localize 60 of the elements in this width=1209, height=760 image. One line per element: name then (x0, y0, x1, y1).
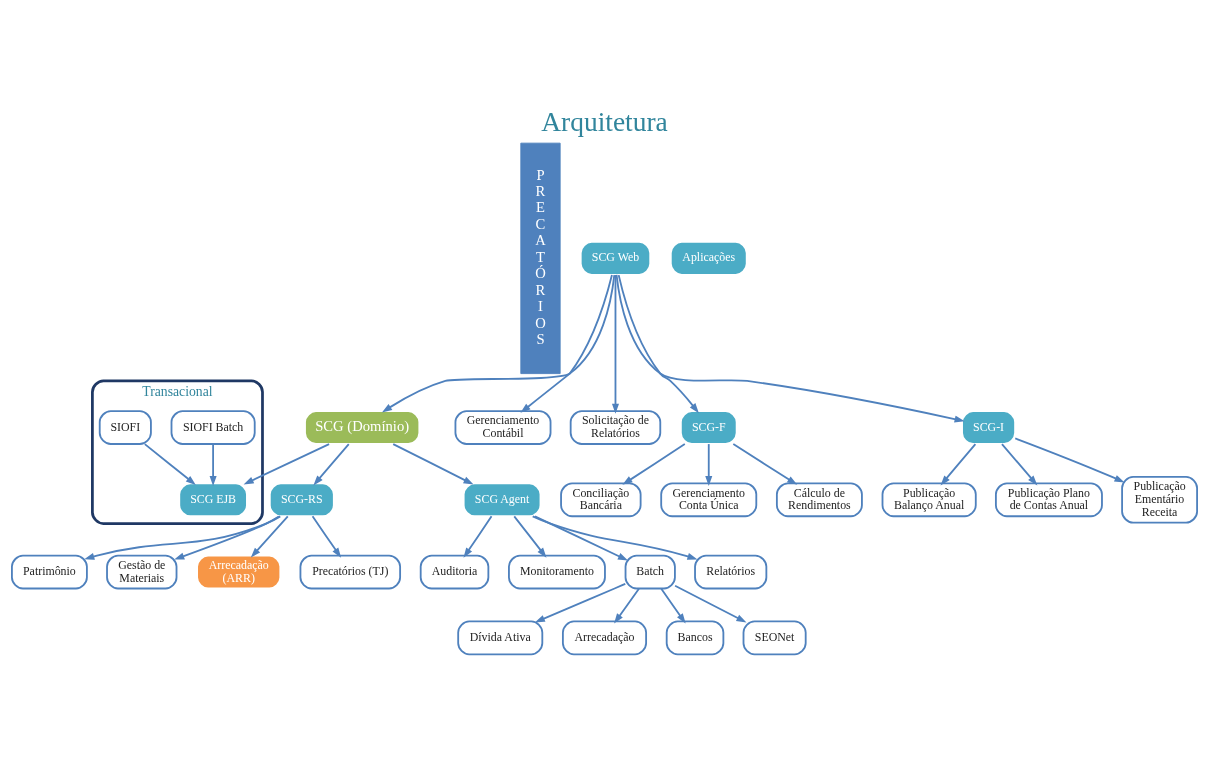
arrow (940, 443, 977, 486)
arrow (531, 515, 698, 560)
arrow (84, 515, 282, 560)
arrow (534, 582, 627, 623)
node-box: Relatórios (694, 554, 768, 590)
node-box: Conciliação Bancária (560, 482, 642, 518)
node-box: SCG-F (679, 410, 738, 445)
node-box: Publicação Balanço Anual (881, 482, 977, 518)
node-box: SIOFI Batch (170, 410, 256, 445)
arrow (1014, 437, 1125, 483)
node-box: Aplicações (669, 241, 748, 276)
node-box: Arrecadação (ARR) (196, 554, 282, 590)
arrow (611, 274, 619, 414)
arrow (617, 274, 699, 414)
arrow (243, 443, 330, 485)
arrow (392, 443, 474, 485)
arrow (381, 274, 616, 413)
arrow (143, 443, 196, 486)
node-box: Patrimônio (11, 554, 88, 590)
arrow (313, 443, 350, 486)
node-box: Monitoramento (508, 554, 606, 590)
node-box: SCG-I (961, 410, 1016, 445)
node-box: SIOFI (98, 410, 152, 445)
arrow (1001, 443, 1038, 486)
arrow (674, 584, 747, 623)
arrow (311, 515, 342, 558)
node-box: Auditoria (419, 554, 490, 590)
node-box: SCG-RS (268, 482, 335, 518)
node-box: Dívida Ativa (457, 620, 544, 656)
arrow (622, 443, 686, 485)
diagram-title: Arquitetura (541, 107, 668, 138)
arrow (209, 443, 217, 487)
arrow (250, 515, 289, 558)
node-box: SCG EJB (178, 482, 248, 518)
arrow (705, 443, 713, 487)
node-box: Gerenciamento Conta Única (660, 482, 758, 518)
arrow (615, 274, 965, 423)
node-box: Cálculo de Rendimentos (775, 482, 863, 518)
node-box: Precatórios (TJ) (299, 554, 402, 590)
node-box: Arrecadação (561, 620, 648, 656)
arrow (732, 443, 798, 485)
node-box: SCG Web (579, 241, 652, 276)
node-box: SCG (Domínio) (304, 410, 421, 445)
node-box: SCG Agent (462, 482, 542, 518)
arrow (513, 515, 547, 558)
arrow (174, 515, 280, 560)
node-box: Publicação Plano de Contas Anual (994, 482, 1103, 518)
node-box: SEONet (742, 620, 807, 656)
node-box: Solicitação de Relatórios (569, 410, 662, 445)
arrow (660, 587, 686, 624)
node-box: Publicação Ementário Receita (1121, 476, 1198, 524)
node-box: Bancos (665, 620, 725, 656)
arrow (614, 587, 640, 624)
node-box: Gestão de Materiais (106, 554, 178, 590)
arrow (534, 515, 628, 561)
node-box: PRECATÓRIOS (520, 142, 561, 375)
arrow (463, 515, 493, 558)
arrow (520, 274, 613, 413)
node-box: Batch (624, 554, 676, 590)
node-box: Gerenciamento Contábil (454, 410, 552, 445)
